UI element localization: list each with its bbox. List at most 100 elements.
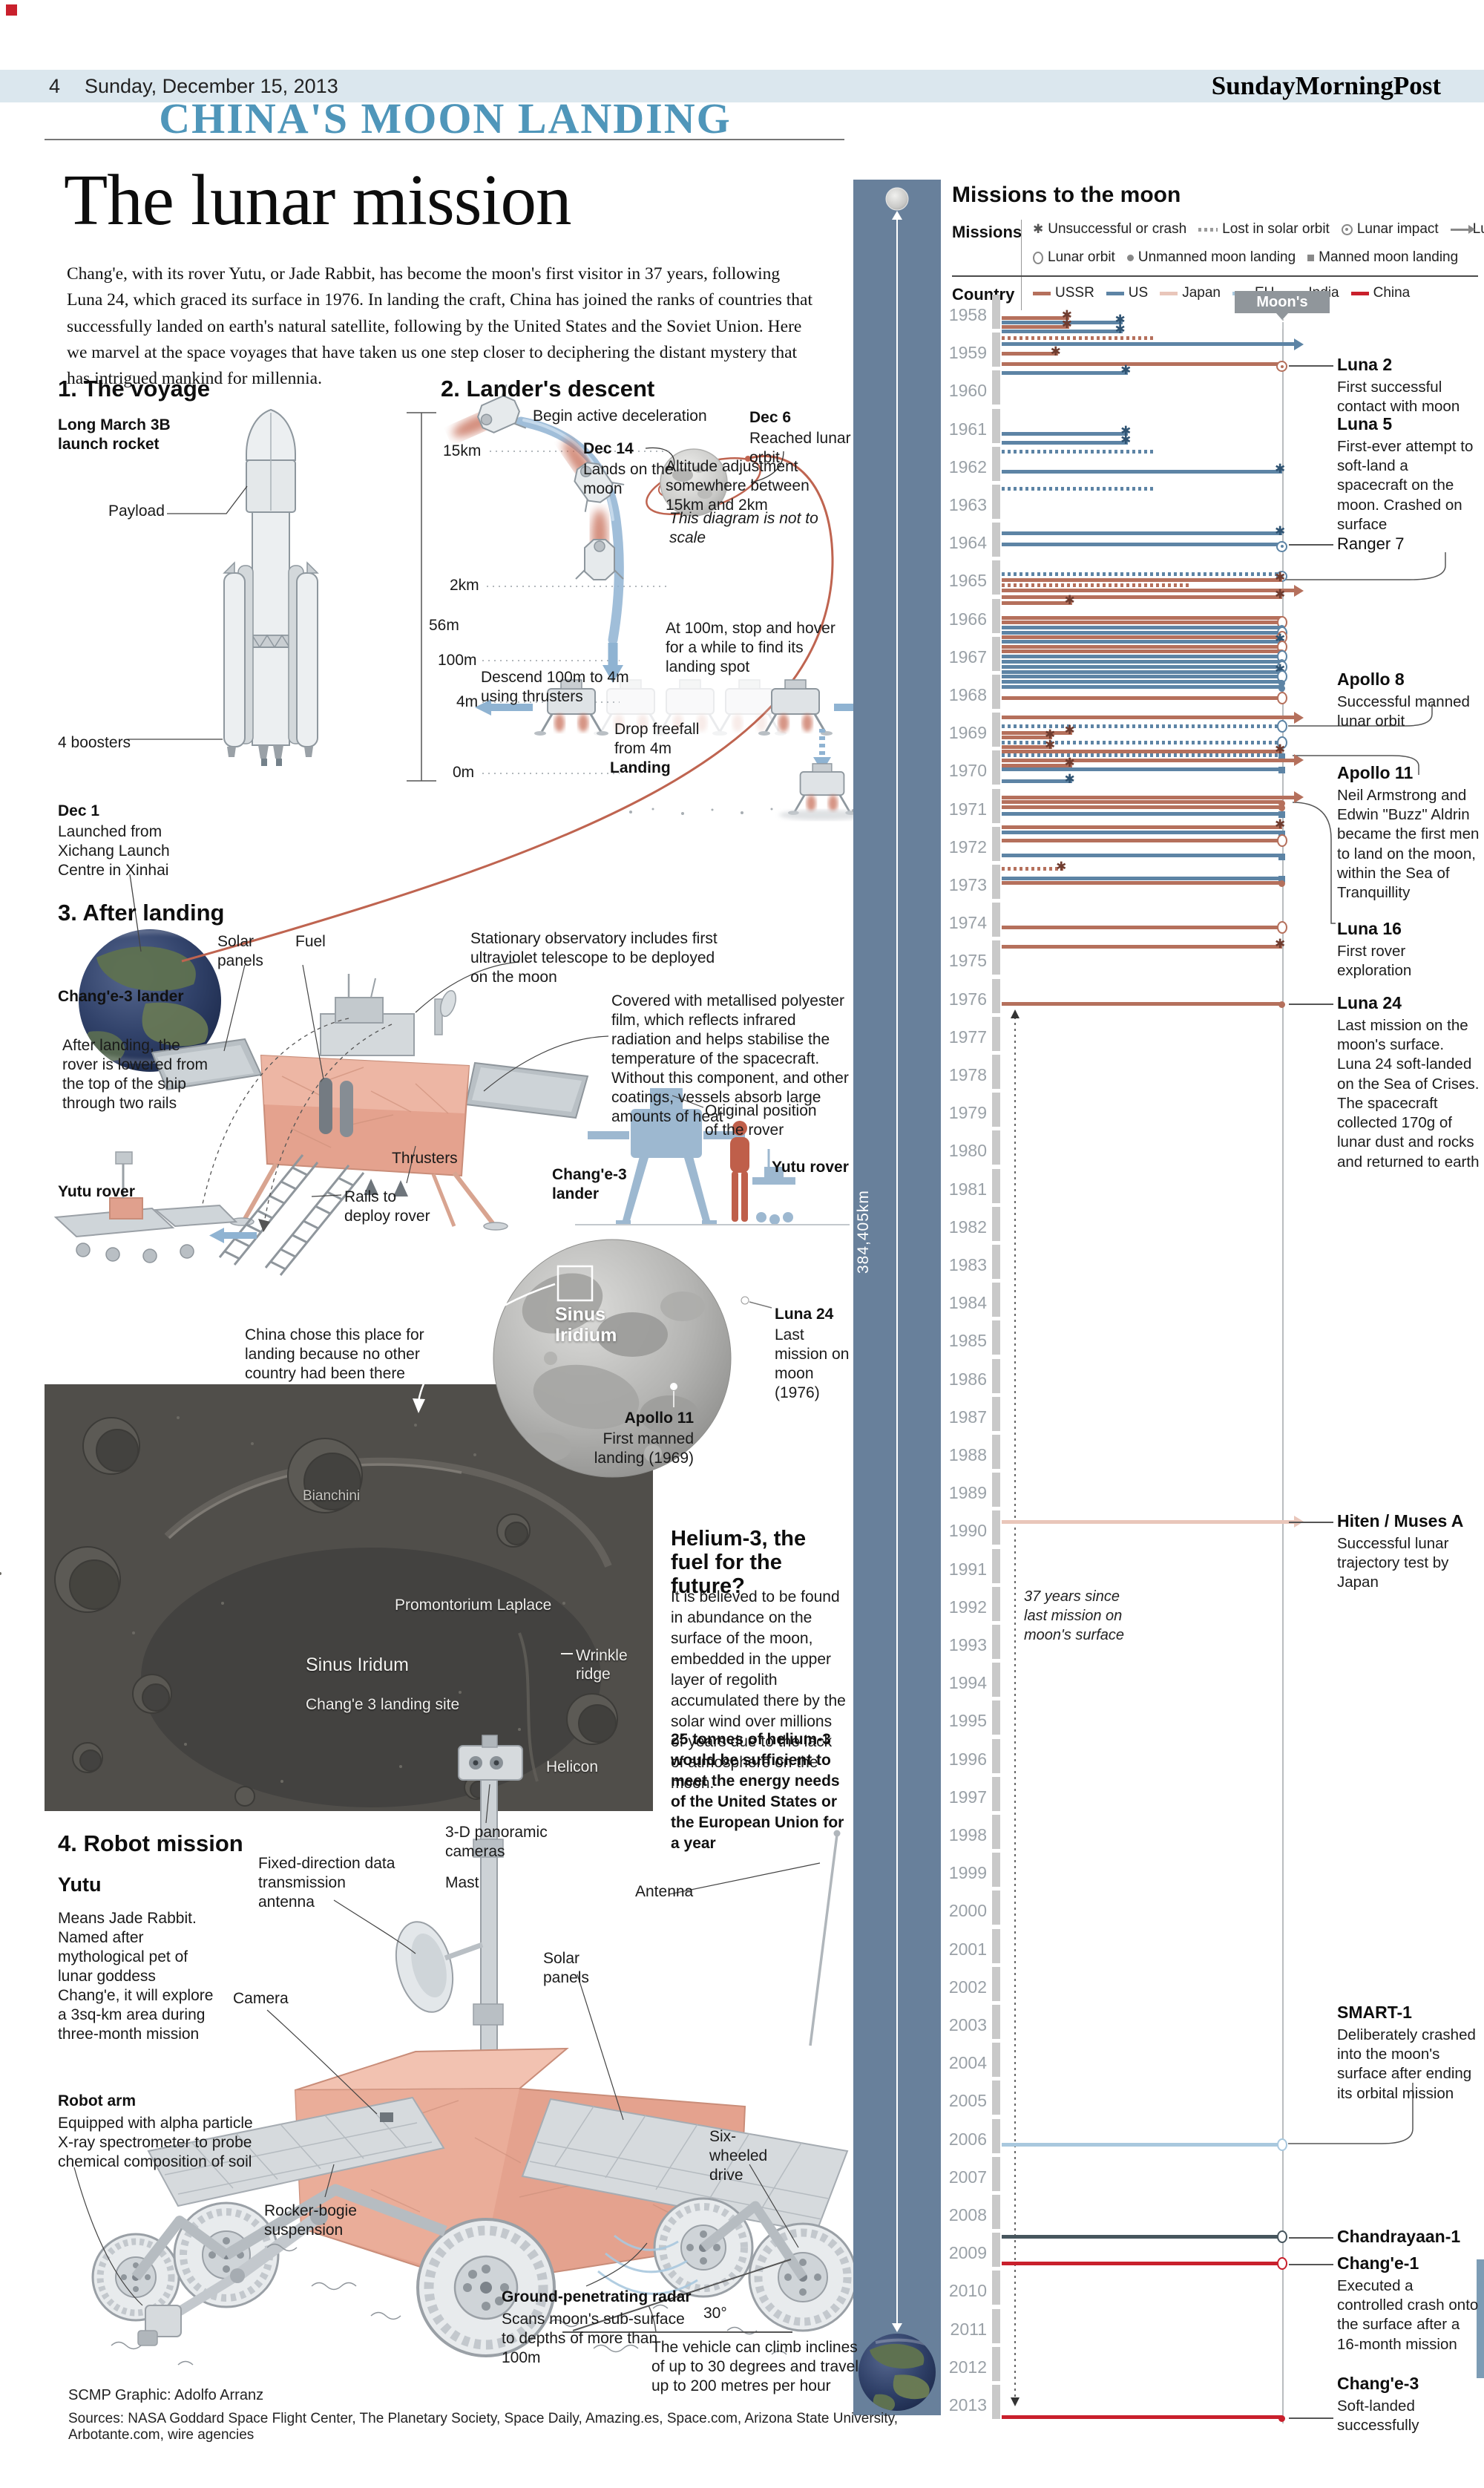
mission-end-57 — [1278, 851, 1285, 864]
mission-bar-luna-24 — [1002, 1001, 1282, 1006]
legend-country-JPN-label: Japan — [1182, 285, 1221, 301]
year-tick-2000 — [992, 1890, 1000, 1925]
year-tick-1976 — [992, 978, 1000, 1013]
mission-bar-16 — [1002, 572, 1282, 576]
deploy-ladders — [218, 1154, 365, 1276]
mission-bar-14 — [1002, 531, 1282, 536]
annotation-chandrayaan1: Chandrayaan-1 — [1337, 2227, 1481, 2250]
annotation-body-luna5: First-ever attempt to soft-land a spacec… — [1337, 438, 1474, 533]
mission-end-47: ✱ — [1065, 757, 1075, 770]
year-label-1965: 1965 — [948, 571, 987, 591]
year-tick-1961 — [992, 408, 1000, 443]
year-tick-1999 — [992, 1853, 1000, 1888]
gpr-body: Scans moon's sub-surface to depths of mo… — [502, 2311, 685, 2367]
orbit-symbol — [1277, 720, 1287, 733]
mission-bar-6 — [1002, 352, 1058, 356]
year-label-1962: 1962 — [948, 456, 987, 477]
mission-end-45 — [1278, 750, 1285, 764]
year-tick-2004 — [992, 2043, 1000, 2078]
impact-symbol — [1276, 361, 1287, 373]
year-tick-2008 — [992, 2195, 1000, 2229]
legend-country-US: US — [1106, 285, 1148, 301]
manned-symbol — [1307, 254, 1315, 261]
intro-paragraph: Chang'e, with its rover Yutu, or Jade Ra… — [67, 264, 812, 388]
cameras-3d: 3-D panoramic cameras — [445, 1824, 548, 1861]
star-symbol: ✱ — [1120, 433, 1132, 448]
orbit-symbol — [1277, 2257, 1287, 2271]
year-label-2009: 2009 — [948, 2243, 987, 2263]
annotation-title-apollo8: Apollo 8 — [1337, 670, 1405, 689]
legend-arrow-label: Lunar flyby — [1472, 221, 1484, 237]
rover-lowered-note: After landing, the rover is lowered from… — [62, 1037, 209, 1113]
moon-surface-line — [1282, 308, 1284, 2423]
mission-bar-13 — [1002, 487, 1156, 491]
orbit-symbol — [1277, 691, 1287, 704]
year-label-1974: 1974 — [948, 913, 987, 933]
mission-end-1: ✱ — [1115, 314, 1126, 327]
mission-end-62: ✱ — [1275, 938, 1285, 952]
mission-bar-57 — [1002, 854, 1282, 858]
annotation-title-luna2: Luna 2 — [1337, 355, 1393, 374]
year-tick-1969 — [992, 713, 1000, 747]
annotation-title-luna16: Luna 16 — [1337, 919, 1402, 938]
mission-bar-ranger-7 — [1002, 542, 1282, 546]
dot-symbol — [1278, 684, 1285, 692]
mission-end-42 — [1277, 736, 1287, 753]
rocket-height: 56m — [429, 617, 459, 634]
annotation-title-luna5: Luna 5 — [1337, 414, 1393, 433]
crater-photo — [0, 1384, 653, 1811]
dot-symbol — [1278, 805, 1285, 812]
impact-symbol — [1276, 540, 1287, 552]
alt-100m: 100m — [438, 652, 477, 669]
change3-silhouette: Chang'e-3 lander — [552, 1166, 627, 1203]
annotation-body-hiten: Successful lunar trajectory test by Japa… — [1337, 1535, 1449, 1591]
mission-bar-62 — [1002, 944, 1282, 949]
star-symbol: ✱ — [1050, 344, 1061, 359]
luna24-moon-title: Luna 24 — [775, 1306, 834, 1323]
mission-bar-58 — [1002, 867, 1064, 871]
year-tick-2003 — [992, 2005, 1000, 2039]
star-symbol: ✱ — [1275, 523, 1286, 539]
legend-country-US-label: US — [1128, 285, 1149, 301]
gpr-title: Ground-penetrating radar — [502, 2288, 692, 2305]
alt-0m: 0m — [453, 764, 475, 781]
manned-symbol — [1278, 853, 1285, 860]
manned-symbol — [1278, 876, 1285, 883]
mission-bar-5 — [1002, 342, 1295, 347]
helicon: Helicon — [546, 1758, 599, 1775]
mission-bar-luna-2 — [1002, 362, 1282, 367]
year-tick-1975 — [992, 940, 1000, 975]
year-label-1960: 1960 — [948, 381, 987, 401]
distance-column — [853, 180, 941, 2415]
legend-color-JPN — [1160, 291, 1178, 295]
year-tick-1996 — [992, 1738, 1000, 1773]
alt-4m: 4m — [456, 693, 479, 710]
rover-silhouette — [752, 1149, 795, 1225]
legend-manned: Manned moon landing — [1307, 249, 1458, 266]
legend-orbit-label: Lunar orbit — [1048, 249, 1115, 265]
section-4-title: 4. Robot mission — [58, 1830, 243, 1856]
voyage-diagram — [79, 408, 834, 1072]
star-symbol: ✱ — [1120, 424, 1132, 439]
original-position: Original position of the rover — [705, 1102, 817, 1139]
mast: Mast — [445, 1874, 479, 1891]
annotation-body-apollo8: Successful manned lunar orbit — [1337, 693, 1470, 730]
legend-color-CHN — [1350, 291, 1369, 295]
year-tick-1988 — [992, 1435, 1000, 1469]
graphic-credit: SCMP Graphic: Adolfo Arranz — [68, 2387, 264, 2403]
year-tick-1994 — [992, 1663, 1000, 1698]
mission-end-52 — [1278, 802, 1285, 815]
mission-end-58: ✱ — [1056, 860, 1066, 874]
mission-bar-33 — [1002, 670, 1282, 674]
year-label-2000: 2000 — [948, 1901, 987, 1921]
annotation-title-smart1: SMART-1 — [1337, 2003, 1412, 2022]
observatory-note: Stationary observatory includes first ul… — [470, 930, 718, 986]
page-edge-mark — [1477, 2259, 1484, 2378]
china-chose-note: China chose this place for landing becau… — [245, 1326, 424, 1383]
dec1-title: Dec 1 — [58, 802, 100, 819]
mission-bar-36 — [1002, 685, 1282, 690]
mission-end-2: ✱ — [1062, 318, 1072, 332]
mission-bar-25 — [1002, 630, 1282, 635]
